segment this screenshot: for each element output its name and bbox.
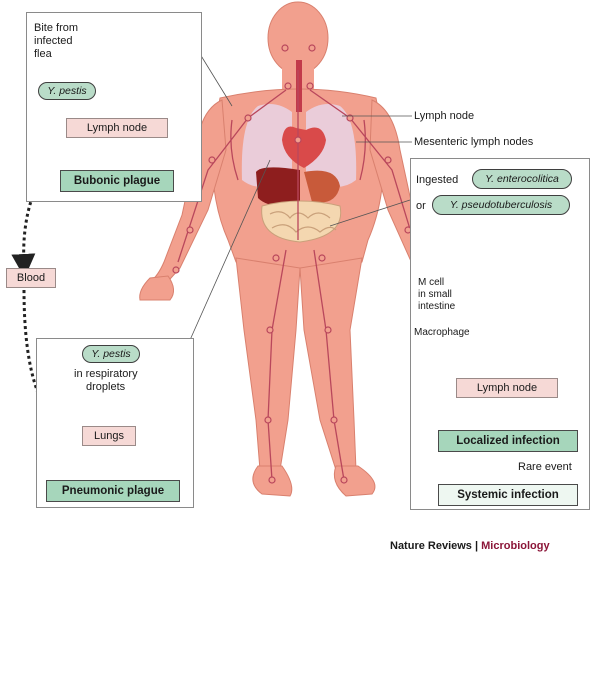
flea-caption-line3: flea: [34, 48, 52, 60]
human-body-figure: [139, 1, 455, 497]
mcell-label-line2: in small: [418, 289, 452, 300]
flea-caption-line2: infected: [34, 35, 73, 47]
or-label: or: [416, 200, 426, 212]
respiratory-panel: [36, 338, 194, 508]
journal-name: Nature Reviews: [390, 540, 472, 552]
leader-lines: [189, 53, 412, 341]
journal-section: Microbiology: [481, 540, 550, 552]
mcell-label-line3: intestine: [418, 301, 456, 312]
journal-credit: Nature Reviews | Microbiology: [390, 540, 550, 552]
respiratory-bacterium-badge: Y. pestis: [82, 345, 140, 363]
lungs-box: Lungs: [82, 426, 136, 446]
blood-box: Blood: [6, 268, 56, 288]
pneumonic-plague-box: Pneumonic plague: [46, 480, 180, 502]
systemic-infection-box: Systemic infection: [438, 484, 578, 506]
rare-event-label: Rare event: [518, 461, 572, 473]
enterocolitica-badge: Y. enterocolitica: [472, 169, 572, 189]
flea-bacterium-badge: Y. pestis: [38, 82, 96, 100]
lymph-node-label: Lymph node: [414, 110, 475, 122]
macrophage-label: Macrophage: [414, 327, 470, 338]
mesenteric-lymph-nodes-label: Mesenteric lymph nodes: [414, 136, 534, 148]
flea-lymph-node-box: Lymph node: [66, 118, 168, 138]
credit-separator: |: [471, 540, 482, 552]
respiratory-caption-line2: droplets: [86, 381, 126, 393]
localized-infection-box: Localized infection: [438, 430, 578, 452]
respiratory-caption-line1: in respiratory: [74, 368, 138, 380]
mcell-label-line1: M cell: [418, 277, 445, 288]
pseudotuberculosis-badge: Y. pseudotuberculosis: [432, 195, 570, 215]
ingested-label: Ingested: [416, 174, 459, 186]
enteric-lymph-node-box: Lymph node: [456, 378, 558, 398]
flea-caption-line1: Bite from: [34, 22, 79, 34]
bubonic-plague-box: Bubonic plague: [60, 170, 174, 192]
